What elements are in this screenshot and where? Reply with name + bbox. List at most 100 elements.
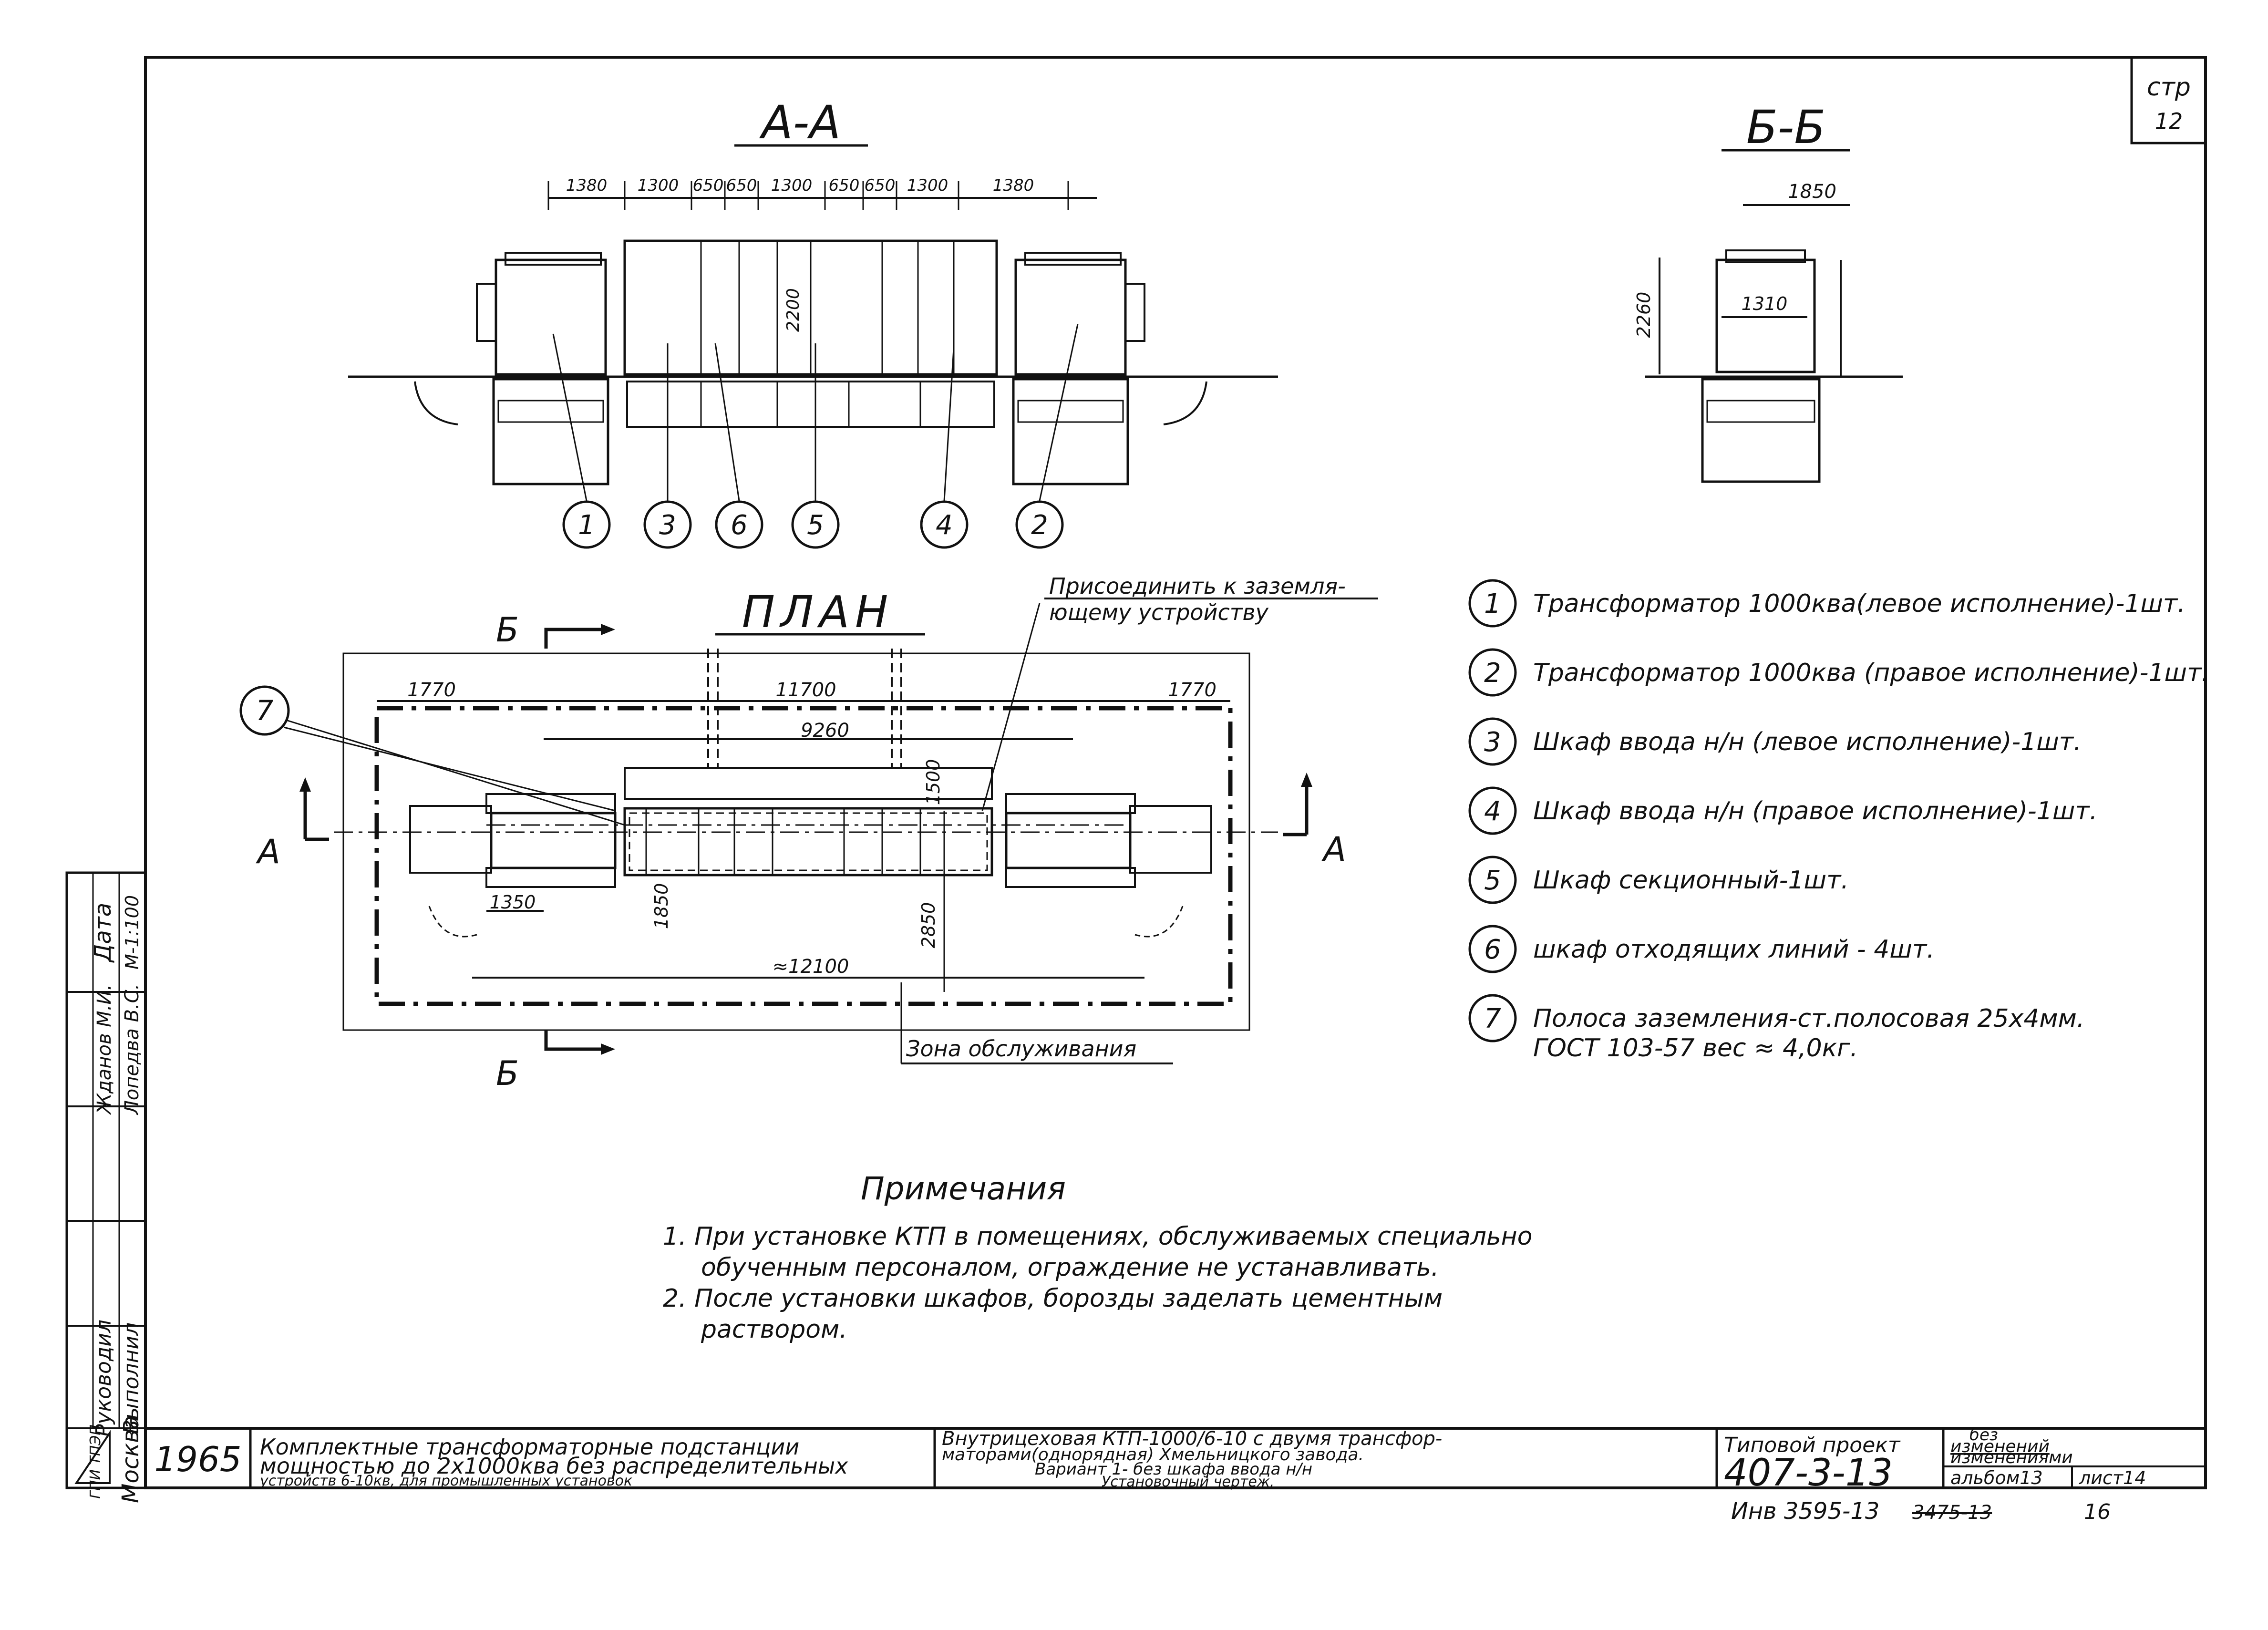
tb-inventory: Инв 3595-13	[1731, 1498, 1879, 1525]
sig-lead-name: Жданов М.И.	[93, 984, 115, 1115]
aa-height-dim: 2200	[783, 288, 803, 332]
tb-left-title-3: устройств 6-10кв, для промышленных устан…	[259, 1473, 632, 1489]
plan-dim-overall: ≈12100	[773, 956, 849, 978]
plan-dim-2850: 2850	[918, 902, 939, 949]
cut-a-right: А	[1321, 830, 1346, 869]
legend-text: Шкаф секционный-1шт.	[1533, 866, 1849, 895]
legend-circle	[1468, 786, 1517, 835]
plan-dim-offset: 1350	[490, 892, 536, 913]
tb-sheet: лист14	[2079, 1467, 2146, 1488]
legend-text: Трансформатор 1000ква(левое исполнение)-…	[1533, 589, 2186, 618]
bb-height-dim: 2260	[1633, 292, 1654, 338]
legend-number: 4	[1484, 796, 1501, 827]
page-number: 12	[2155, 108, 2183, 134]
plan-title: ПЛАН	[742, 587, 894, 638]
legend-number: 6	[1484, 934, 1501, 965]
aa-dim-label: 650	[726, 176, 757, 195]
bb-transformer	[1715, 258, 1816, 373]
tb-left-title-1: Комплектные трансформаторные подстанции	[260, 1434, 799, 1460]
note-line-1: 1. При установке КТП в помещениях, обслу…	[663, 1222, 1532, 1251]
aa-dim-label: 1300	[907, 176, 948, 195]
plan-transformer-left	[490, 812, 617, 869]
tb-project-label: Типовой проект	[1724, 1433, 1901, 1457]
tb-project-number: 407-3-13	[1724, 1452, 1893, 1495]
aa-callout-number: 3	[659, 510, 676, 541]
title-block: 1965 Комплектные трансформаторные подста…	[154, 1425, 2206, 1525]
plan-dim-left: 1770	[407, 679, 456, 701]
transformer-left	[495, 258, 607, 376]
aa-dim-label: 1380	[566, 176, 608, 195]
legend-text: шкаф отходящих линий - 4шт.	[1533, 935, 1935, 964]
plan-dim-right: 1770	[1168, 679, 1216, 701]
legend-text: Шкаф ввода н/н (правое исполнение)-1шт.	[1533, 797, 2097, 825]
ground-note-line2: ющему устройству	[1049, 599, 1269, 625]
legend-circle	[1468, 856, 1517, 904]
org-city: Москва	[117, 1415, 144, 1503]
plan-dim-1850: 1850	[651, 883, 672, 929]
tb-mid-title-2: маторами(однорядная) Хмельницкого завода…	[942, 1445, 1364, 1465]
sig-col-date: Дата	[90, 903, 116, 963]
bb-top-dim: 1850	[1788, 181, 1836, 203]
legend-number: 5	[1484, 865, 1501, 896]
sig-exec-name: Лопедва В.С.	[121, 984, 143, 1116]
ground-note-line1: Присоединить к заземля-	[1049, 573, 1346, 599]
tb-left-title-2: мощностью до 2х1000ква без распределител…	[260, 1453, 848, 1479]
tb-changes-1: без	[1969, 1425, 1998, 1444]
note-line-4: раствором.	[701, 1315, 847, 1344]
legend-number: 1	[1484, 588, 1501, 619]
sheet-frame	[144, 56, 2207, 1489]
plan-dim-total: 11700	[775, 679, 836, 701]
page-number-box	[2130, 56, 2207, 144]
legend-text: Трансформатор 1000ква (правое исполнение…	[1533, 659, 2209, 687]
legend-number: 7	[1484, 1003, 1501, 1034]
tb-changes-3: изменениями	[1950, 1448, 2073, 1467]
aa-dim-label: 650	[693, 176, 724, 195]
plan-transformer-right	[1005, 812, 1132, 869]
aa-callout-circle	[643, 500, 692, 549]
legend-circle	[1468, 994, 1517, 1042]
legend: 1 Трансформатор 1000ква(левое исполнение)…	[1468, 579, 2209, 1063]
aa-callout-circle	[920, 500, 969, 549]
tb-mid-title-1: Внутрицеховая КТП-1000/6-10 с двумя тран…	[942, 1428, 1442, 1450]
tb-inventory-struck: 3475-13	[1912, 1502, 1992, 1524]
notes: Примечания 1. При установке КТП в помеще…	[663, 1170, 1532, 1344]
page-label: стр	[2147, 73, 2191, 102]
tb-mid-title-4: Установочный чертеж.	[1102, 1474, 1274, 1490]
aa-callout-number: 4	[936, 510, 953, 541]
section-aa-title: А-А	[759, 96, 841, 149]
section-bb-title: Б-Б	[1746, 101, 1825, 154]
aa-callout-circle	[715, 500, 763, 549]
legend-circle	[1468, 925, 1517, 973]
legend-text: Полоса заземления-ст.полосовая 25х4мм.	[1533, 1004, 2084, 1033]
aa-callout-circle	[1015, 500, 1064, 549]
signature-strip: Дата М-1:100 Жданов М.И. Лопедва В.С. Ру…	[65, 871, 147, 1503]
aa-dim-label: 650	[829, 176, 860, 195]
cut-a-left: А	[256, 832, 280, 871]
org-logo: ГПИ ТПЭП	[87, 1424, 104, 1499]
plan-cabinets	[623, 807, 993, 877]
legend-text: Шкаф ввода н/н (левое исполнение)-1шт.	[1533, 728, 2082, 756]
plan-view: ПЛАН Присоединить к заземля- ющему устро…	[239, 573, 1378, 1093]
aa-callout-number: 6	[731, 510, 748, 541]
plan-callout-circle	[239, 685, 290, 736]
aa-dim-label: 650	[865, 176, 896, 195]
sig-row-lead: Руководил	[92, 1320, 116, 1437]
sheet-scale: М-1:100	[122, 895, 143, 970]
bb-inner-dim: 1310	[1742, 293, 1788, 314]
tb-year: 1965	[154, 1439, 241, 1479]
legend-circle	[1468, 648, 1517, 697]
plan-fence	[374, 706, 1233, 1006]
aa-callout-circle	[791, 500, 840, 549]
plan-callout-number: 7	[256, 694, 274, 727]
legend-number: 2	[1484, 658, 1501, 689]
note-line-3: 2. После установки шкафов, борозды задел…	[663, 1284, 1443, 1313]
legend-text-2: ГОСТ 103-57 вес ≈ 4,0кг.	[1533, 1034, 1858, 1063]
sig-row-exec: Выполнил	[119, 1322, 144, 1434]
aa-dim-label: 1300	[771, 176, 813, 195]
aa-dim-label: 1300	[638, 176, 679, 195]
aa-callout-number: 5	[807, 510, 824, 541]
aa-callout-circle	[562, 500, 611, 549]
plan-dim-inner: 9260	[801, 720, 849, 742]
aa-dim-label: 1380	[993, 176, 1034, 195]
